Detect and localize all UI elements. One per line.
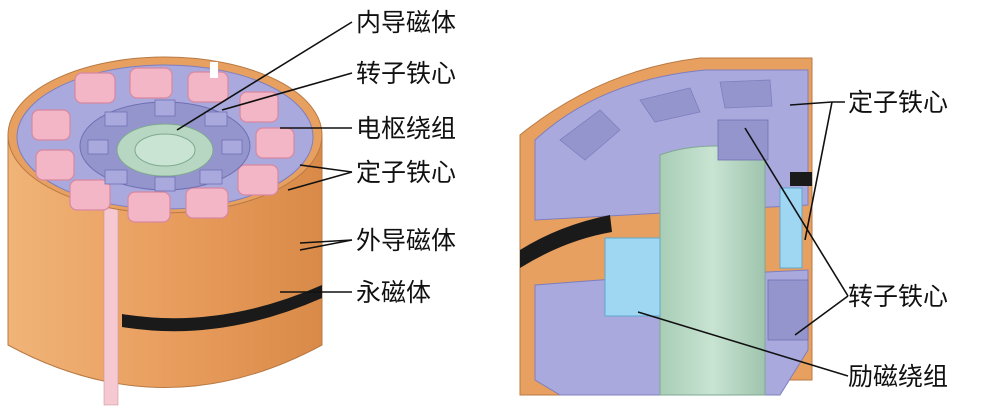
label-stator-core-left: 定子铁心 <box>356 158 456 187</box>
left-leader-lines <box>176 21 353 293</box>
permanent-magnet-band-right-right <box>790 172 812 186</box>
rotor-teeth <box>87 99 243 192</box>
excitation-winding-left <box>604 237 661 317</box>
leader-excitation-winding <box>637 311 849 377</box>
left-labels: 内导磁体 转子铁心 电枢绕组 定子铁心 外导磁体 永磁体 <box>356 8 456 307</box>
leader-rotor-core-left <box>221 72 353 111</box>
label-outer-magnetic-conductor: 外导磁体 <box>356 226 456 255</box>
label-permanent-magnet: 永磁体 <box>356 278 431 307</box>
rotor-core-piece-lower <box>767 279 809 341</box>
leader-outer-magnetic-conductor-2 <box>299 239 353 251</box>
permanent-magnet-band-right-left <box>520 215 612 268</box>
upper-core-teeth <box>559 79 773 161</box>
left-motor-illustration <box>7 56 323 406</box>
excitation-winding-right <box>779 187 803 269</box>
label-excitation-winding: 励磁绕组 <box>848 362 948 391</box>
leader-stator-core-left-2 <box>287 171 353 191</box>
right-leader-lines <box>637 101 849 377</box>
top-cut-notch <box>210 62 218 78</box>
leader-outer-magnetic-conductor-1 <box>299 239 353 244</box>
inner-bore <box>134 133 196 167</box>
leader-rotor-core-right-2 <box>794 295 849 336</box>
label-rotor-core-right: 转子铁心 <box>848 282 948 311</box>
label-stator-core-right: 定子铁心 <box>848 88 948 117</box>
leader-inner-magnetic-conductor <box>176 21 353 131</box>
inner-magnetic-conductor-shaft <box>659 145 766 396</box>
leader-stator-core-right-2 <box>804 101 833 241</box>
label-rotor-core-left: 转子铁心 <box>356 59 456 88</box>
label-armature-winding: 电枢绕组 <box>356 114 456 143</box>
leader-stator-core-left-1 <box>299 164 353 173</box>
right-motor-cutaway <box>519 57 813 396</box>
armature-coils <box>31 67 295 223</box>
right-labels: 定子铁心 转子铁心 励磁绕组 <box>848 88 948 391</box>
shell-cut-gap <box>103 199 119 406</box>
label-inner-magnetic-conductor: 内导磁体 <box>356 8 456 37</box>
leader-rotor-core-right-1 <box>744 127 849 297</box>
permanent-magnet-band-left <box>122 285 322 332</box>
